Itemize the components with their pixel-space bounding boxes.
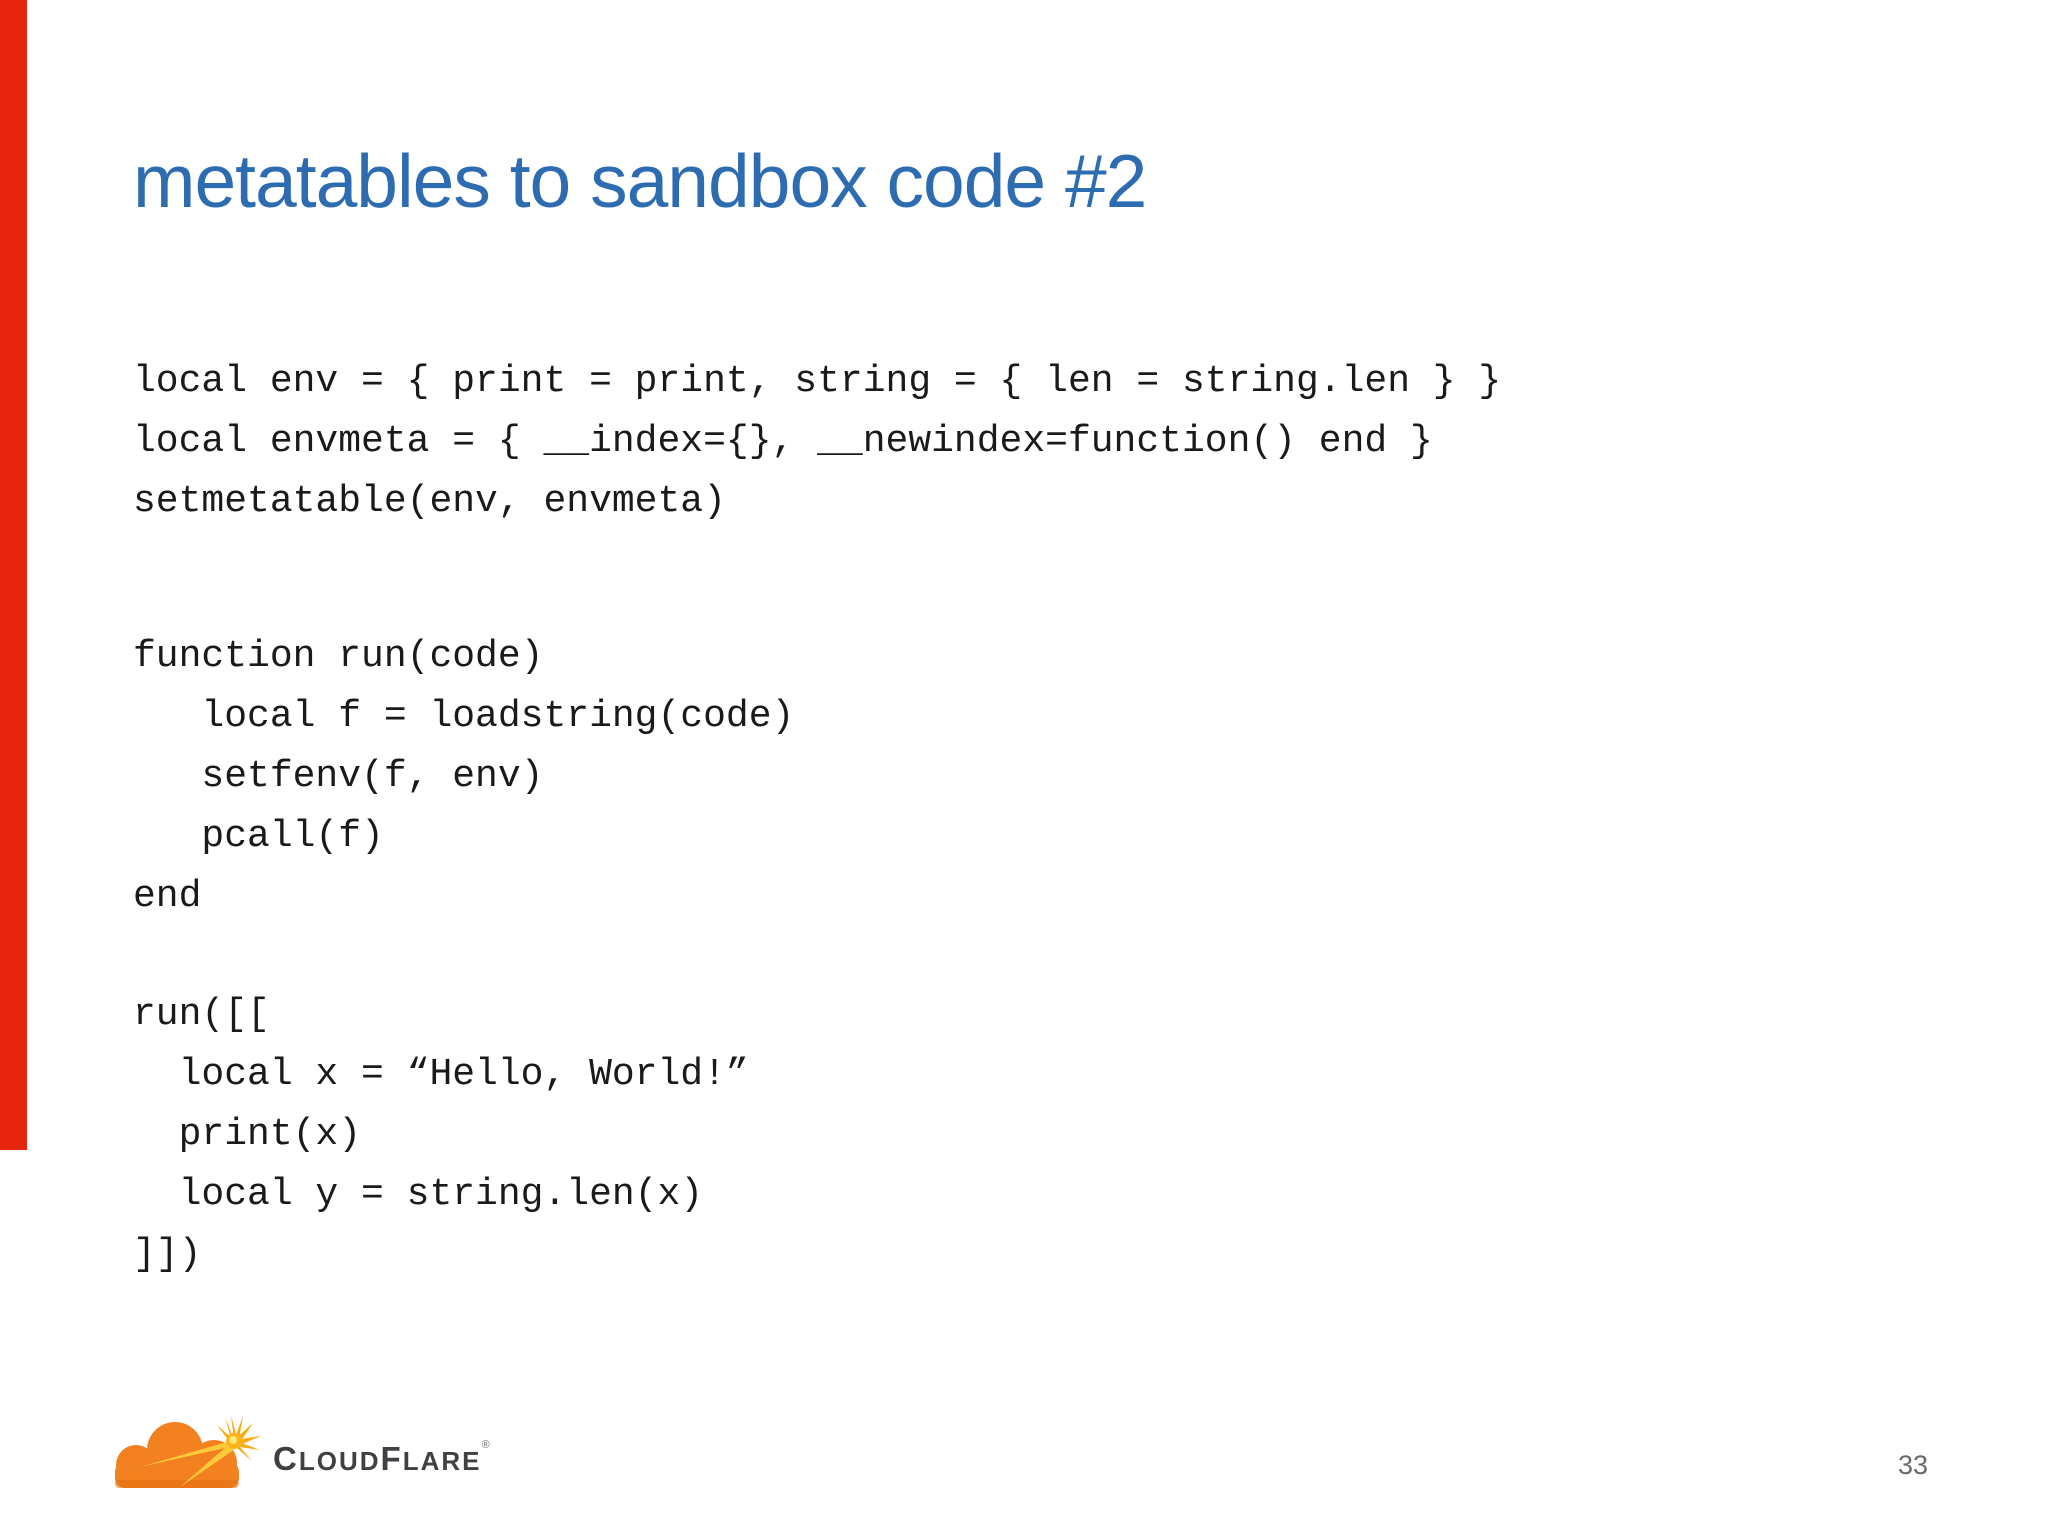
page-number: 33: [1898, 1450, 1929, 1480]
cloudflare-cloud-icon: [115, 1415, 261, 1488]
brand-letter: C: [273, 1439, 299, 1477]
brand-letters: LARE: [402, 1445, 482, 1476]
left-red-accent-bar: [0, 0, 27, 1150]
code-block-run-function: function run(code) local f = loadstring(…: [133, 635, 795, 918]
code-block-env-setup: local env = { print = print, string = { …: [133, 360, 1502, 523]
brand-letter: F: [380, 1439, 403, 1477]
trademark-symbol: ®: [481, 1438, 490, 1451]
cloudflare-wordmark: CLOUDFLARE®: [273, 1434, 490, 1475]
brand-letters: LOUD: [298, 1445, 381, 1476]
code-block-run-call: run([[ local x = “Hello, World!” print(x…: [133, 993, 749, 1276]
cloudflare-logo: CLOUDFLARE®: [105, 1412, 490, 1496]
slide-title: metatables to sandbox code #2: [133, 139, 1147, 223]
